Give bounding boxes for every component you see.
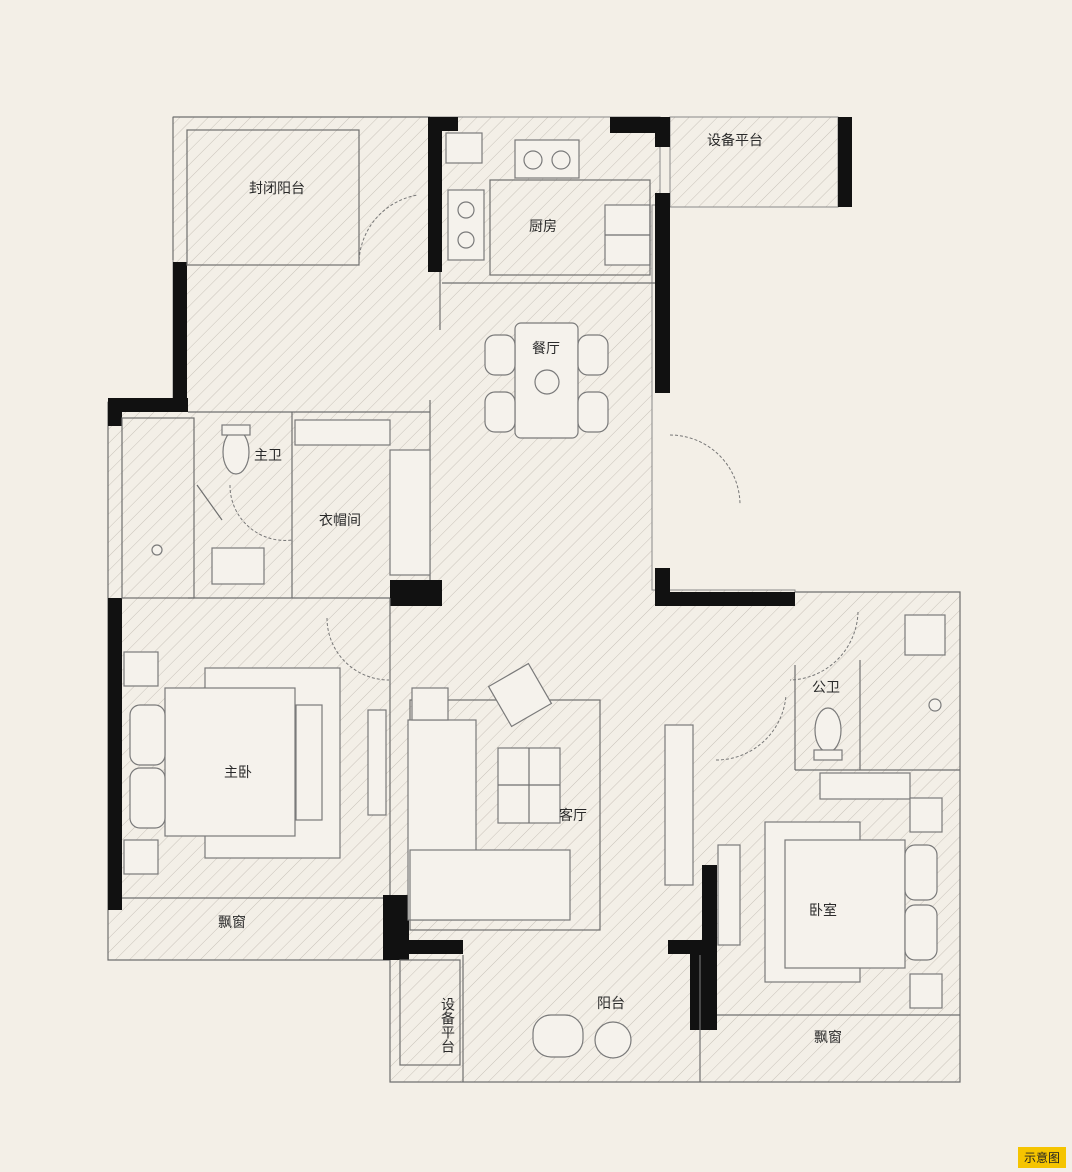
wall-left-lower	[108, 598, 122, 910]
label-equipment-platform-bottom: 设备平台	[439, 997, 455, 1053]
door-public-bath	[715, 694, 787, 761]
wall-left-ledge	[108, 398, 188, 412]
pillow-icon	[129, 767, 166, 829]
stove-icon	[447, 189, 485, 261]
label-master-bedroom: 主卧	[224, 765, 252, 781]
nightstand-icon	[123, 651, 159, 687]
desk-icon	[717, 844, 741, 946]
outer-outline	[107, 116, 961, 1083]
wall-kitchen-right-stub	[655, 117, 670, 147]
label-public-bath: 公卫	[812, 680, 840, 696]
label-walk-in-closet: 衣帽间	[319, 513, 361, 529]
enclosed-balcony-border	[186, 129, 360, 266]
door-master-bedroom	[326, 617, 390, 681]
door-entrance	[669, 434, 741, 506]
side-table-icon	[411, 687, 449, 721]
vanity-icon	[819, 772, 911, 800]
shower-head-icon	[928, 698, 942, 712]
wardrobe-icon	[295, 704, 323, 821]
label-master-bath: 主卫	[254, 448, 282, 464]
sofa-chaise-icon	[409, 849, 571, 921]
dining-chair-icon	[577, 334, 609, 376]
nightstand-icon	[909, 973, 943, 1009]
nightstand-icon	[909, 797, 943, 833]
shower-head-icon	[151, 544, 163, 556]
walls	[108, 117, 852, 1030]
label-enclosed-balcony: 封闭阳台	[249, 181, 305, 197]
wall-bedroom-pillar	[690, 950, 717, 1030]
toilet-icon	[222, 429, 250, 475]
label-equipment-platform-top: 设备平台	[707, 132, 763, 149]
flower-vase-icon	[534, 369, 560, 395]
door-balcony	[358, 194, 419, 266]
wall-left-stub	[108, 398, 122, 426]
wall-bedroom-corner-h	[655, 592, 795, 606]
tv-cabinet-icon	[367, 709, 387, 816]
kitchen-fixtures	[445, 132, 651, 276]
equipment-platform-top-area	[669, 116, 839, 208]
balcony-furniture	[532, 1014, 632, 1059]
label-living-room: 客厅	[559, 807, 587, 824]
label-dining: 餐厅	[532, 341, 560, 357]
label-bay-window-left: 飘窗	[218, 914, 246, 931]
sink-icon	[445, 132, 483, 164]
wall-platform-right	[838, 117, 852, 207]
closet-shelving	[294, 419, 431, 576]
wall-kitchen-left	[428, 117, 442, 272]
armchair-icon	[487, 662, 553, 728]
double-bed-icon	[784, 839, 906, 969]
kitchen-counter	[489, 179, 651, 276]
label-bedroom: 卧室	[809, 902, 837, 919]
dining-chair-icon	[484, 391, 516, 433]
double-bed-icon	[164, 687, 296, 837]
wall-closet-pillar	[390, 580, 442, 606]
wall-bedroom-left-lower	[702, 865, 717, 955]
master-bath-shower-border	[121, 417, 195, 599]
room-labels: 封闭阳台 厨房 设备平台 餐厅 主卫 衣帽间 主卧 客厅 公卫 飘窗 卧室 阳台…	[218, 132, 842, 1053]
washbasin-icon	[904, 614, 946, 656]
doors	[229, 194, 859, 761]
closet-rail-side	[389, 449, 431, 576]
lounge-chair-icon	[532, 1014, 584, 1058]
wall-kitchen-top	[428, 117, 458, 131]
label-bay-window-right: 飘窗	[814, 1029, 842, 1046]
door-bedroom	[789, 611, 859, 681]
public-bath-fixtures	[813, 614, 946, 800]
round-table-icon	[594, 1021, 632, 1059]
pillow-icon	[904, 844, 938, 901]
toilet-tank-icon	[221, 424, 251, 436]
tv-console-icon	[664, 724, 694, 886]
wall-left-upper	[173, 262, 187, 407]
pillow-icon	[904, 904, 938, 961]
dining-chair-icon	[577, 391, 609, 433]
master-bath-fixtures	[151, 424, 265, 585]
dining-chair-icon	[484, 334, 516, 376]
door-master-bath	[229, 484, 293, 541]
living-room-furniture	[407, 662, 694, 931]
bedroom-furniture	[717, 797, 943, 1009]
dining-set	[484, 322, 609, 439]
wall-living-bottom-left	[383, 940, 463, 954]
schematic-badge: 示意图	[1017, 1147, 1066, 1168]
nightstand-icon	[123, 839, 159, 875]
pillow-icon	[129, 704, 166, 766]
toilet-tank-icon	[813, 749, 843, 761]
partitions	[121, 129, 960, 1082]
closet-rail-top	[294, 419, 391, 446]
wall-dining-right	[655, 193, 670, 393]
toilet-icon	[814, 707, 842, 753]
equipment-platform-bottom-border	[399, 959, 461, 1066]
master-bedroom-furniture	[123, 651, 387, 875]
label-kitchen: 厨房	[529, 219, 557, 235]
washbasin-icon	[211, 547, 265, 585]
label-balcony: 阳台	[597, 996, 625, 1012]
